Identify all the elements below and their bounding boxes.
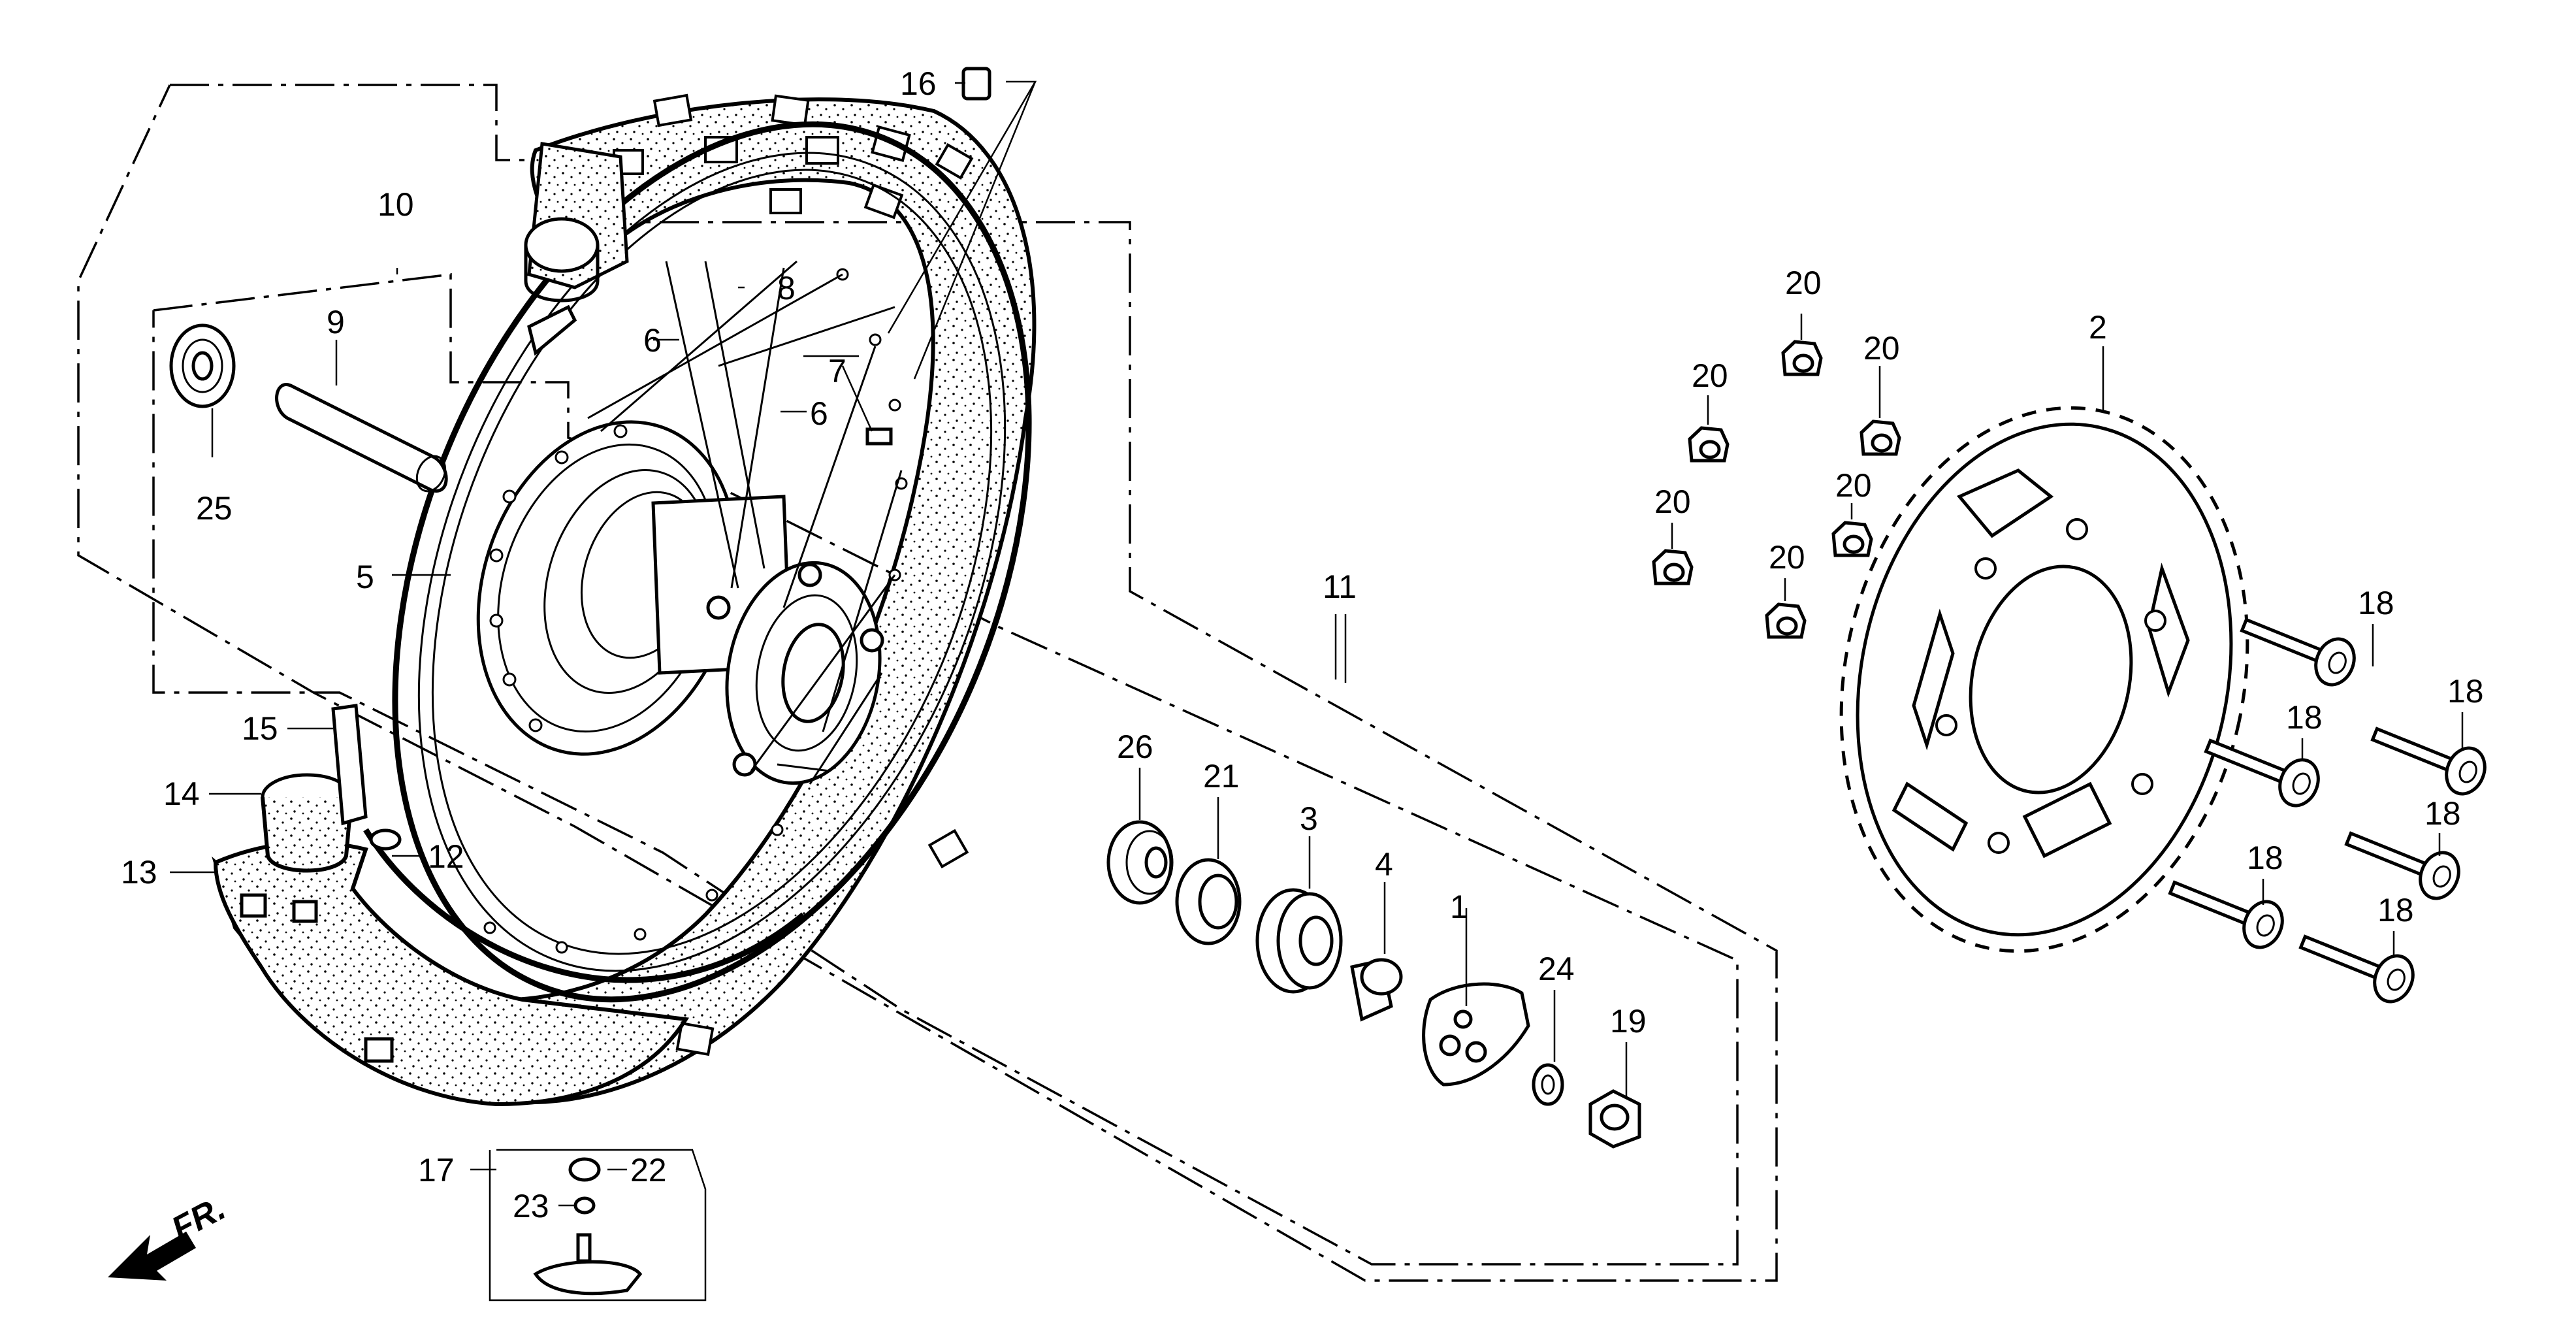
callout-20b: 20: [1692, 357, 1728, 394]
callout-25: 25: [196, 490, 233, 527]
callout-13: 13: [121, 854, 157, 891]
callout-18d: 18: [2424, 795, 2461, 832]
callout-20a: 20: [1785, 265, 1822, 301]
front-direction-arrow: [108, 1232, 196, 1281]
callout-15: 15: [242, 710, 278, 747]
callout-20d: 20: [1654, 483, 1691, 520]
callout-24: 24: [1538, 951, 1575, 987]
bearing-26: [1106, 820, 1174, 905]
callout-17: 17: [418, 1152, 455, 1188]
chain-adjuster-1: [1422, 982, 1530, 1087]
rim-band: [363, 828, 805, 983]
rim: [392, 121, 1032, 1003]
seal-21: [1175, 858, 1242, 945]
callout-21: 21: [1203, 758, 1240, 794]
callout-18b: 18: [2447, 673, 2484, 710]
sprocket-2: [1839, 406, 2249, 953]
tube-upper: [524, 142, 629, 356]
hub: [476, 420, 884, 785]
callout-2: 2: [2089, 309, 2107, 346]
sprocket-bolts: [2168, 617, 2487, 1004]
callout-5: 5: [356, 559, 374, 595]
spokes: [587, 260, 903, 785]
callout-14: 14: [163, 776, 200, 812]
callout-22: 22: [630, 1152, 667, 1188]
valve-cap: [961, 67, 991, 101]
callout-20f: 20: [1769, 539, 1805, 576]
spacer-9: [275, 383, 448, 493]
callout-11: 11: [1323, 568, 1357, 605]
callout-12: 12: [428, 838, 464, 875]
callout-10: 10: [378, 186, 414, 223]
callout-1: 1: [1450, 889, 1468, 925]
callout-20e: 20: [1835, 467, 1872, 504]
callout-labels: 1 2 3 4 5 6 6 7 8 9 10 11 12 13 14 15 16…: [121, 65, 2484, 1224]
callout-8: 8: [777, 270, 796, 306]
callout-6b: 6: [810, 395, 828, 432]
assembly-outline-10: [152, 273, 1739, 1266]
callout-6a: 6: [643, 322, 662, 359]
leader-lines: [170, 80, 2464, 1207]
callout-18e: 18: [2247, 840, 2283, 876]
callout-20c: 20: [1863, 330, 1900, 367]
spoke-nipple: [865, 427, 893, 446]
callout-16: 16: [900, 65, 937, 102]
collar-4: [1350, 958, 1403, 1022]
callout-9: 9: [327, 304, 345, 340]
callout-26: 26: [1117, 728, 1153, 765]
rim-lock: [261, 704, 402, 873]
hub-flange: [706, 561, 884, 785]
washer-24: [1532, 1063, 1564, 1106]
tire-lower-section: [213, 840, 690, 1107]
valve-set-17: [489, 1149, 707, 1301]
callout-3: 3: [1300, 800, 1318, 837]
callout-19: 19: [1610, 1003, 1647, 1039]
callout-4: 4: [1375, 846, 1393, 883]
sleeve-3: [1255, 888, 1343, 994]
callout-7: 7: [828, 353, 846, 389]
sprocket-nuts: [1652, 340, 1901, 639]
axle-nut-19: [1588, 1089, 1641, 1149]
callout-18c: 18: [2286, 699, 2323, 736]
bearing-25: [169, 323, 236, 408]
callout-18f: 18: [2377, 892, 2414, 928]
callout-18a: 18: [2358, 585, 2394, 621]
callout-23: 23: [513, 1188, 549, 1224]
